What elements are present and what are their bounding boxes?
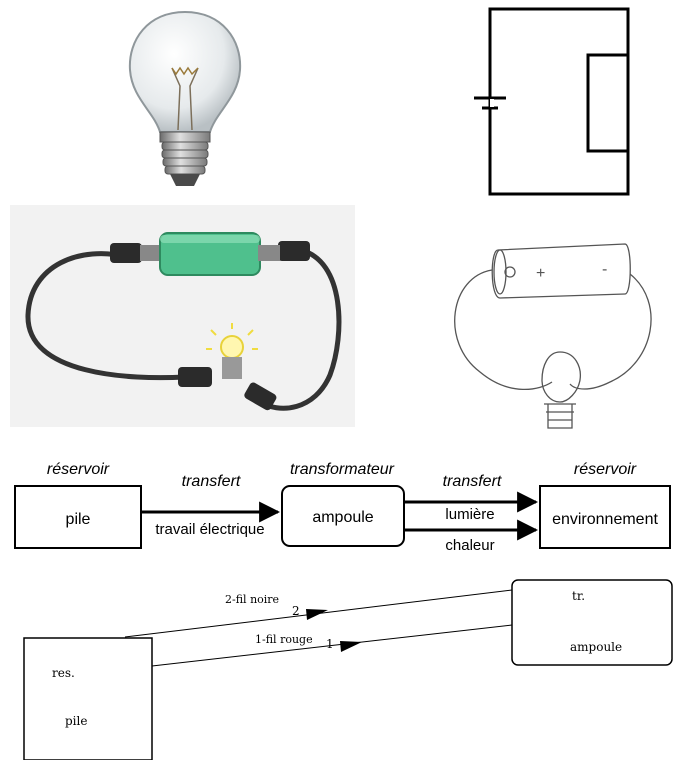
wire-red-arrow [340, 641, 362, 652]
resistor-symbol [586, 53, 630, 153]
circuit-photo [10, 205, 355, 427]
transfer1-mode: travail électrique [155, 521, 264, 538]
hand-converter-abbr: tr. [572, 589, 585, 603]
converter-role-label: transformateur [290, 461, 395, 478]
converter-name: ampoule [312, 509, 373, 526]
hand-converter-box [511, 579, 673, 666]
transfer2-mode-light: lumière [445, 506, 494, 523]
sketch-loop [454, 269, 652, 391]
target-box [539, 485, 671, 549]
hand-source-name: pile [65, 714, 87, 728]
transfer1-label: transfert [182, 473, 241, 490]
sketch-battery [491, 243, 631, 299]
battery-minus-sign: - [602, 261, 607, 278]
source-box [14, 485, 142, 549]
cable-right [256, 247, 342, 411]
hand-converter-name: ampoule [570, 640, 622, 654]
target-role-label: réservoir [574, 461, 637, 478]
wire-black-label: 2-fil noire [225, 593, 279, 606]
handwritten-chain-diagram: tr. ampoule res. pile 2-fil noire 2 1-fi… [23, 579, 673, 760]
circuit-sketch: + - [454, 243, 652, 429]
light-bulb-illustration [128, 10, 242, 186]
converter-box [281, 485, 405, 547]
source-role-label: réservoir [47, 461, 110, 478]
glowing-bulb [220, 335, 244, 359]
battery-plus-sign: + [536, 265, 545, 282]
hand-source-box [23, 637, 153, 760]
hand-source-abbr: res. [52, 666, 75, 680]
cable-left [25, 251, 186, 381]
wire-black-number: 2 [292, 604, 300, 618]
transfer2-mode-heat: chaleur [445, 537, 494, 554]
energy-chain-diagram: réservoir pile transfert travail électri… [14, 461, 671, 554]
source-name: pile [66, 511, 91, 528]
wire-black-arrow [306, 609, 328, 620]
wire-red-label: 1-fil rouge [255, 633, 313, 646]
target-name: environnement [552, 511, 658, 528]
wire-red-line [151, 624, 513, 667]
wire-red-number: 1 [326, 637, 334, 651]
transfer2-label: transfert [443, 473, 502, 490]
circuit-schematic [474, 7, 630, 196]
